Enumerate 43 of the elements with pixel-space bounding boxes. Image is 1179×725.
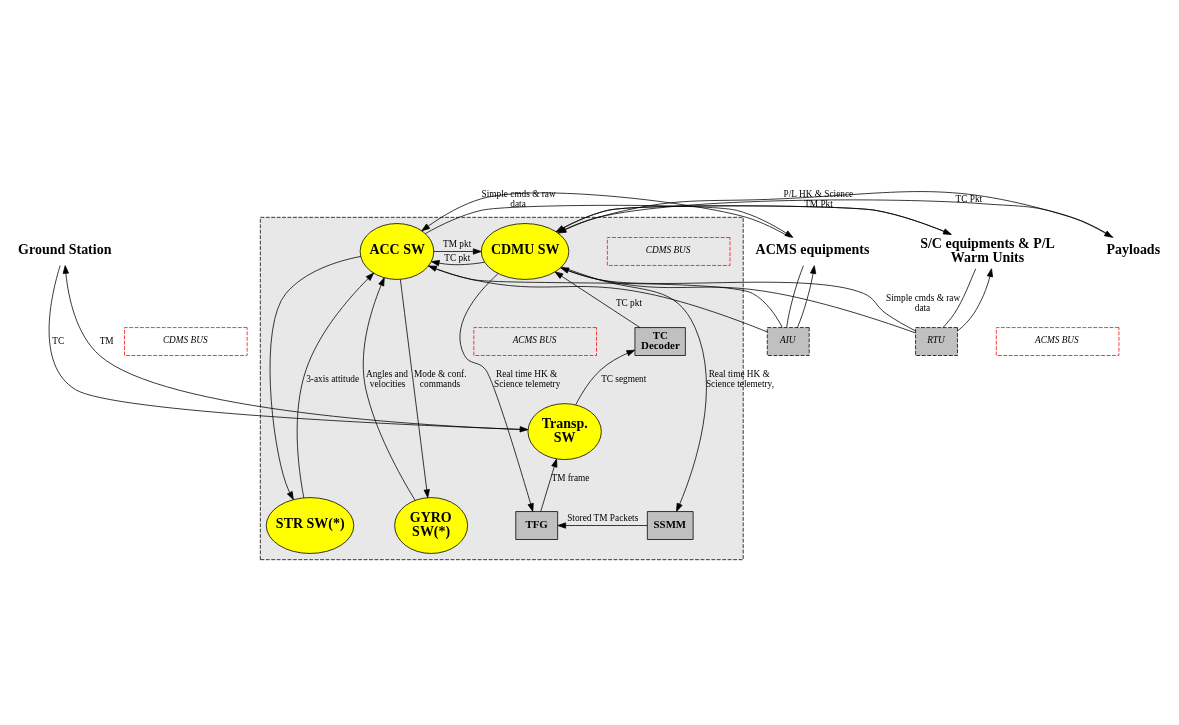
- node-box: AIU: [766, 327, 810, 356]
- node-text: S/C equipments & P/L Warm Units: [920, 235, 1055, 265]
- edge-label: TC: [52, 335, 65, 346]
- arrow: [421, 192, 791, 238]
- node-box: CDMS BUS: [606, 237, 731, 266]
- edge-label: Stored TM Packets: [567, 512, 639, 523]
- arrow: [459, 273, 534, 512]
- arrow: [269, 256, 362, 500]
- edge-label: Simple cmds & raw data: [481, 188, 556, 209]
- node-box: TC Decoder: [634, 327, 686, 356]
- node-box: RTU: [915, 327, 958, 356]
- edge-label: TM: [99, 335, 114, 346]
- node-text: Payloads: [1106, 242, 1161, 258]
- edge-label: Angles and velocities: [365, 368, 409, 390]
- arrow: [430, 260, 485, 267]
- node-ellipse: Transp. SW: [527, 403, 602, 460]
- node-ellipse: GYRO SW(*): [394, 497, 468, 554]
- arrow: [557, 522, 648, 529]
- connector: [942, 268, 977, 328]
- node-box: ACMS BUS: [473, 327, 597, 356]
- edge-label: TC pkt: [444, 253, 471, 264]
- arrow: [362, 277, 416, 501]
- edge-label: TC Pkt: [955, 193, 983, 204]
- arrow: [957, 268, 993, 332]
- arrow: [433, 248, 482, 255]
- edge-label: Real time HK & Science telemetry: [494, 368, 561, 390]
- node-ellipse: STR SW(*): [265, 497, 355, 554]
- arrow: [575, 349, 636, 406]
- arrow: [425, 204, 794, 238]
- edge-label: Mode & conf. commands: [414, 368, 467, 390]
- edge-label: TC segment: [601, 373, 647, 384]
- node-box: ACMS BUS: [995, 327, 1120, 356]
- edge-label: 3-axis attitude: [306, 373, 360, 384]
- node-box: CDMS BUS: [124, 327, 248, 356]
- arrow: [540, 458, 558, 512]
- edge-label: TM frame: [551, 472, 590, 483]
- arrow: [296, 272, 375, 499]
- node-text: ACMS equipments: [755, 242, 870, 258]
- edge-label: TM pkt: [443, 238, 472, 249]
- node-box: TFG: [515, 511, 559, 540]
- node-text: Ground Station: [18, 242, 112, 258]
- arrow: [400, 279, 430, 498]
- node-box: SSMM: [646, 511, 694, 540]
